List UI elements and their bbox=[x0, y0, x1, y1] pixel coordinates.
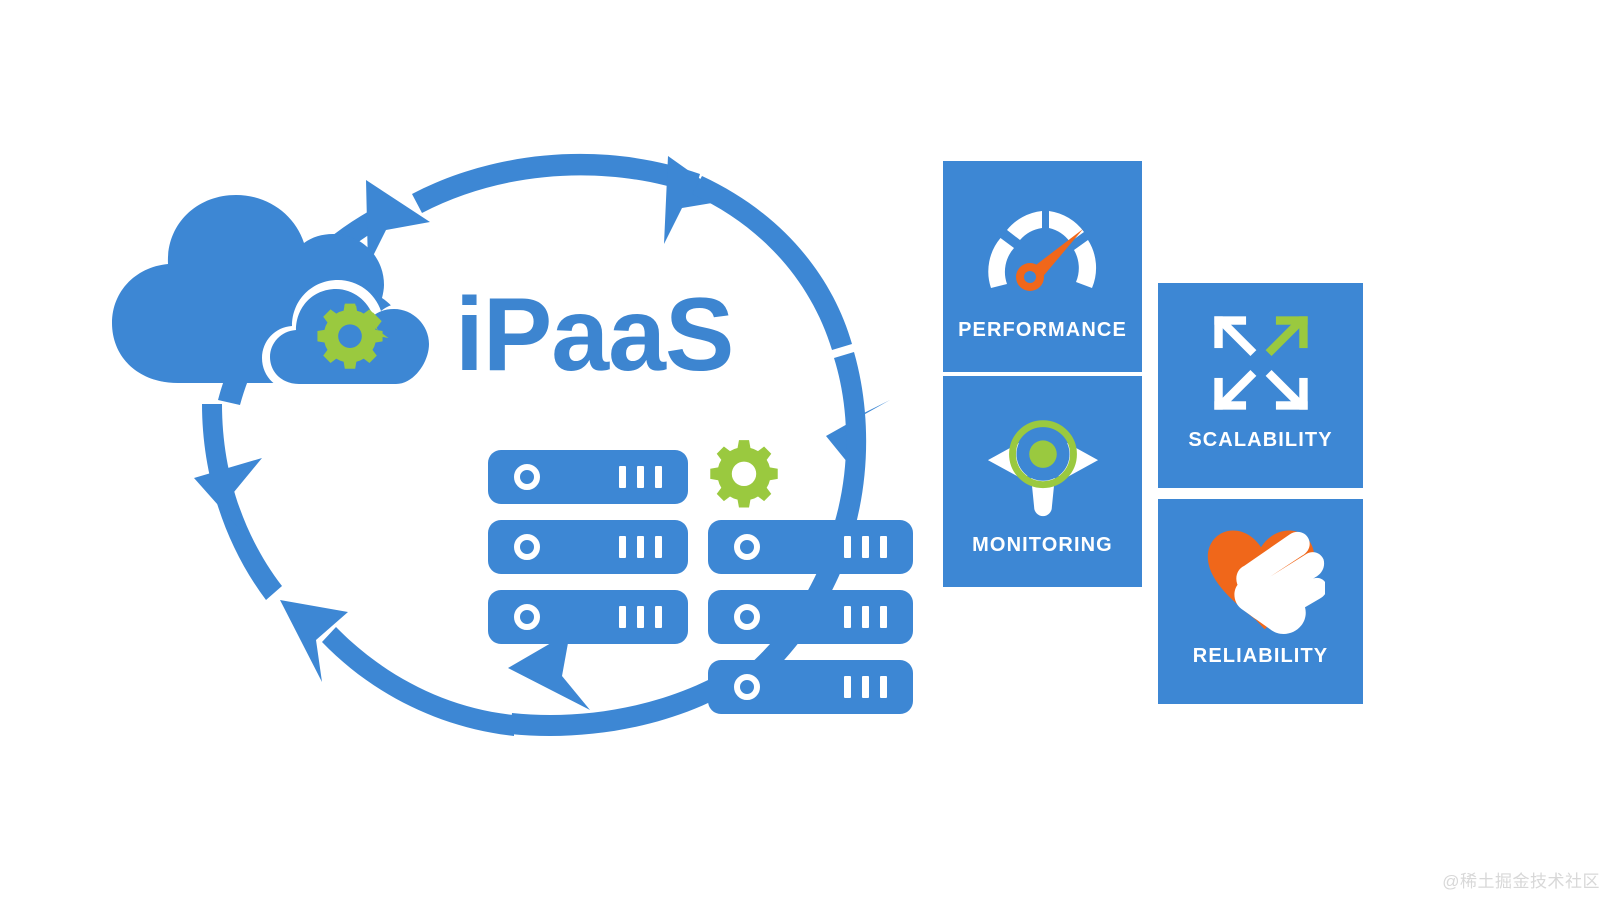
tile-label: MONITORING bbox=[972, 534, 1113, 556]
circular-process-arrows bbox=[194, 153, 890, 736]
table-row bbox=[488, 450, 688, 504]
speedometer-icon bbox=[979, 189, 1107, 309]
flow-arc-bottom bbox=[510, 662, 750, 736]
tile-scalability[interactable]: SCALABILITY bbox=[1158, 283, 1363, 488]
flow-arc-left bbox=[202, 404, 282, 600]
tile-monitoring[interactable]: MONITORING bbox=[943, 376, 1142, 587]
flow-arrowhead-2 bbox=[664, 156, 730, 244]
power-indicator-icon bbox=[514, 604, 540, 630]
small-cloud bbox=[270, 289, 429, 384]
flow-arrowhead-1 bbox=[366, 180, 430, 266]
server-racks bbox=[470, 430, 940, 740]
tile-reliability[interactable]: RELIABILITY bbox=[1158, 499, 1363, 704]
status-bars-icon bbox=[619, 466, 662, 488]
tile-label: SCALABILITY bbox=[1188, 429, 1333, 451]
power-indicator-icon bbox=[734, 674, 760, 700]
flow-arc-bottom-left bbox=[322, 627, 514, 736]
power-indicator-icon bbox=[734, 604, 760, 630]
flow-arrowhead-5 bbox=[280, 600, 348, 682]
flow-arc-right-lower bbox=[828, 352, 867, 550]
green-gear bbox=[317, 303, 389, 369]
power-indicator-icon bbox=[734, 534, 760, 560]
table-row bbox=[708, 660, 913, 714]
flow-arrowhead-4 bbox=[508, 632, 590, 710]
table-row bbox=[708, 590, 913, 644]
expand-arrows-icon bbox=[1197, 307, 1325, 419]
tile-performance[interactable]: PERFORMANCE bbox=[943, 161, 1142, 372]
tile-label: PERFORMANCE bbox=[958, 319, 1127, 341]
power-indicator-icon bbox=[514, 534, 540, 560]
status-bars-icon bbox=[619, 606, 662, 628]
table-row bbox=[488, 590, 688, 644]
flow-arrowhead-3 bbox=[826, 400, 890, 468]
page-title: iPaaS bbox=[455, 277, 734, 393]
status-bars-icon bbox=[844, 536, 887, 558]
table-row bbox=[708, 520, 913, 574]
cloud-with-gear bbox=[112, 195, 430, 390]
flow-arc-right-upper bbox=[692, 176, 852, 350]
status-bars-icon bbox=[619, 536, 662, 558]
watermark: @稀土掘金技术社区 bbox=[1442, 872, 1600, 891]
tile-label: RELIABILITY bbox=[1192, 645, 1329, 667]
green-gear-icon bbox=[710, 440, 778, 508]
status-bars-icon bbox=[844, 606, 887, 628]
status-bars-icon bbox=[844, 676, 887, 698]
flow-arrowhead-6 bbox=[194, 458, 262, 532]
table-row bbox=[488, 520, 688, 574]
eye-magnifier-icon bbox=[979, 404, 1107, 524]
heart-hand-icon bbox=[1197, 523, 1325, 635]
power-indicator-icon bbox=[514, 464, 540, 490]
flow-arc-top bbox=[412, 153, 700, 213]
